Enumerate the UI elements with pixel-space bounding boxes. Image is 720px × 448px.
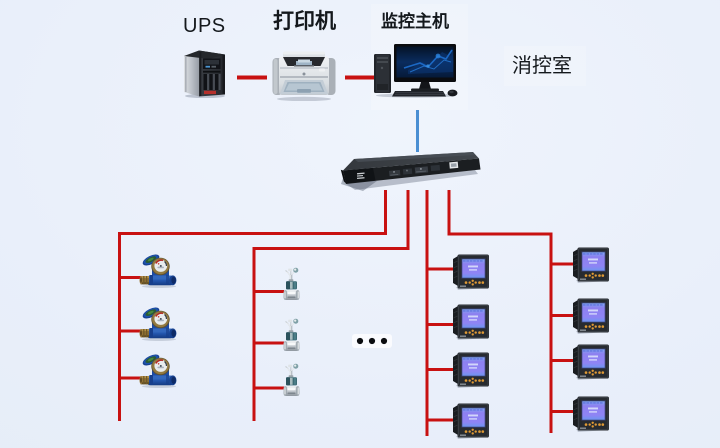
branch-power-meters-right <box>447 190 575 433</box>
power-meter-left-4 <box>453 403 490 440</box>
power-meter-left-1 <box>453 254 490 291</box>
power-meter-right-4 <box>573 396 610 433</box>
valve-sensor-2 <box>283 317 300 353</box>
valve-sensor-1 <box>283 266 300 302</box>
power-meter-right-2 <box>573 298 610 335</box>
branch-valves <box>252 190 410 421</box>
ups-label: UPS <box>183 15 226 37</box>
water-meter-2 <box>139 307 180 341</box>
room-label-backdrop <box>504 46 586 86</box>
power-meter-left-2 <box>453 304 490 341</box>
valve-sensor-3 <box>283 362 300 398</box>
room-label: 消控室 <box>512 55 572 77</box>
data-collector-device <box>337 150 481 194</box>
power-meter-right-1 <box>573 247 610 284</box>
power-meter-right-3 <box>573 344 610 381</box>
branch-water-meters <box>118 190 387 421</box>
water-meter-1 <box>139 254 180 288</box>
branch-power-meters-left <box>425 190 454 436</box>
water-meter-3 <box>139 354 180 388</box>
power-meter-left-3 <box>453 352 490 389</box>
host-label: 监控主机 <box>381 12 449 31</box>
ellipsis-dots <box>352 334 392 348</box>
monitor-host-device <box>370 42 460 98</box>
printer-device <box>270 49 338 101</box>
ups-device <box>181 46 227 98</box>
printer-label: 打印机 <box>273 10 336 33</box>
